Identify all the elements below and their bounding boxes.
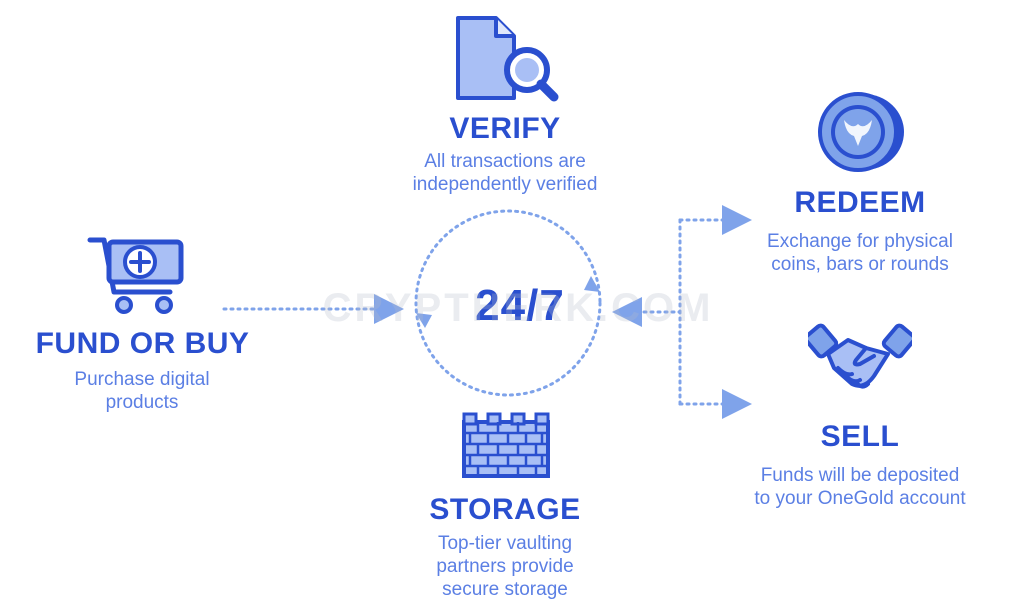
- center-label: 24/7: [475, 281, 565, 330]
- watermark: CRYPTHERK.COM: [322, 286, 714, 330]
- redeem-title: REDEEM: [794, 186, 926, 219]
- fund-line-1: Purchase digital: [74, 369, 210, 390]
- fund-title: FUND OR BUY: [35, 327, 250, 360]
- shopping-cart-plus-icon: [87, 237, 184, 314]
- cycle-arrowhead-right: [584, 276, 600, 292]
- storage-description: Top-tier vaulting partners provide secur…: [395, 532, 615, 601]
- sell-title: SELL: [820, 420, 900, 453]
- sell-description: Funds will be deposited to your OneGold …: [730, 464, 990, 510]
- storage-line-1: Top-tier vaulting: [437, 533, 573, 554]
- document-search-icon: [456, 16, 559, 102]
- verify-description: All transactions are independently verif…: [380, 150, 630, 196]
- verify-line-2: independently verified: [412, 174, 598, 195]
- redeem-line-1: Exchange for physical: [767, 231, 953, 252]
- handshake-icon: [808, 323, 912, 389]
- coin-icon: [818, 92, 904, 172]
- verify-line-1: All transactions are: [424, 151, 586, 172]
- redeem-description: Exchange for physical coins, bars or rou…: [740, 230, 980, 276]
- storage-title: STORAGE: [429, 493, 581, 526]
- fund-line-2: products: [105, 392, 179, 413]
- cycle-circle: [414, 209, 602, 397]
- storage-line-3: secure storage: [442, 579, 568, 600]
- verify-title: VERIFY: [449, 112, 561, 145]
- storage-line-2: partners provide: [436, 556, 574, 577]
- fund-description: Purchase digital products: [42, 368, 242, 414]
- cycle-arrowhead-left: [416, 313, 432, 328]
- brick-wall-icon: [462, 412, 550, 478]
- sell-line-2: to your OneGold account: [754, 488, 966, 509]
- redeem-line-2: coins, bars or rounds: [771, 254, 949, 275]
- sell-line-1: Funds will be deposited: [760, 465, 960, 486]
